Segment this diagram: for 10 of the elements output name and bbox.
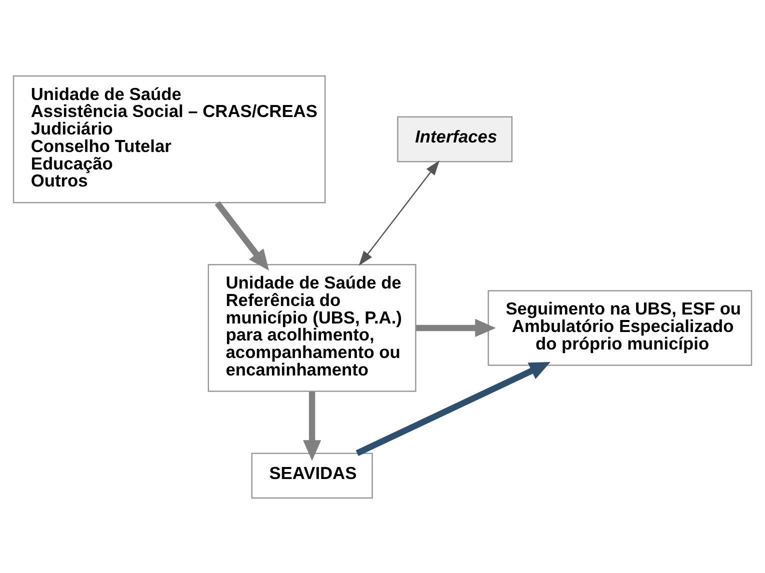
node-box: Interfaces	[397, 116, 513, 162]
node-box: Seguimento na UBS, ESF ou Ambulatório Especializado do próprio município	[488, 290, 752, 366]
node-box: Unidade de Saúde Assistência Social – CRAS/CREAS Judiciário Conselho Tutelar Educação Outros	[12, 74, 326, 203]
arrow	[416, 318, 496, 337]
arrow	[214, 200, 269, 270]
node-box: SEAVIDAS	[251, 452, 373, 498]
arrow	[302, 391, 322, 460]
node-box: Unidade de Saúde de Referência do município (UBS, P.A.) para acolhimento, acompanhamento ou encaminhamento	[208, 264, 416, 392]
arrow	[358, 160, 440, 266]
arrow	[356, 362, 550, 456]
